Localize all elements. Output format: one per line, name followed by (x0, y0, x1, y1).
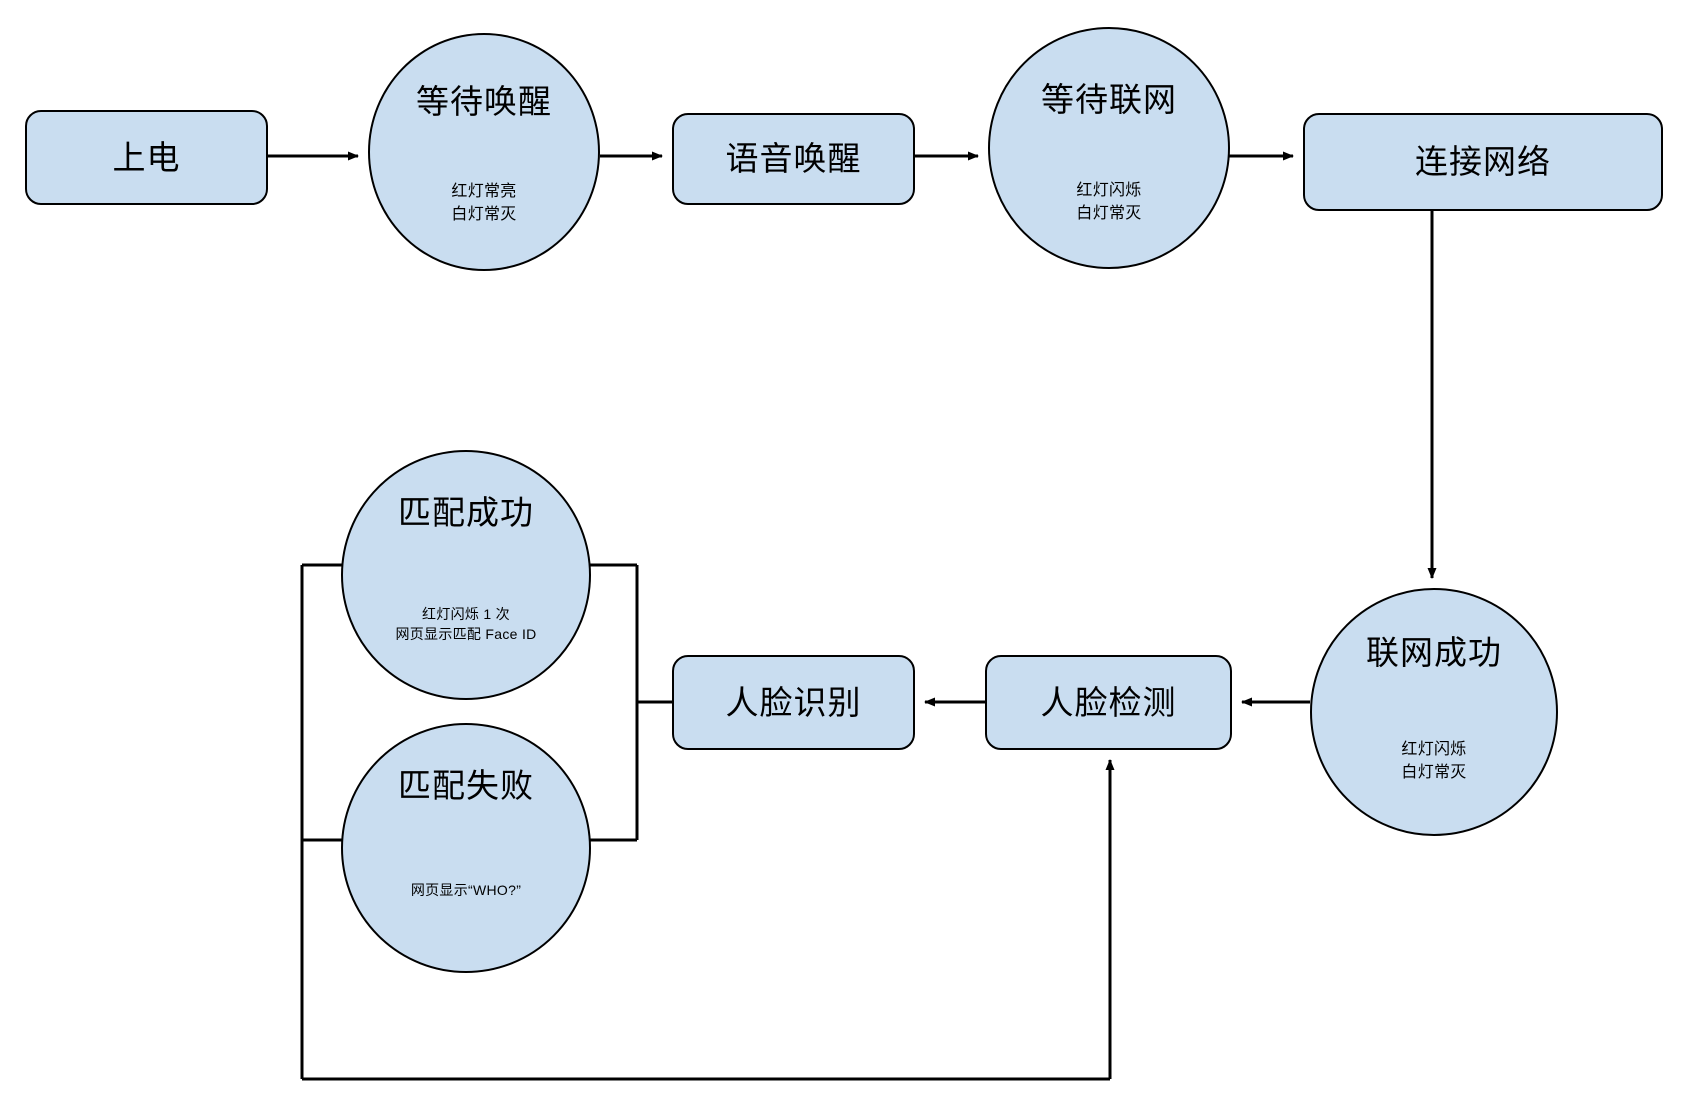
node-connect-network-label: 连接网络 (1415, 143, 1551, 181)
node-network-success-label: 联网成功 (1366, 634, 1502, 671)
node-match-fail-sub: 网页显示“WHO?” (410, 882, 522, 898)
node-wait-wakeup-label: 等待唤醒 (416, 83, 552, 120)
node-wait-wakeup[interactable]: 等待唤醒 红灯常亮 白灯常灭 (368, 33, 600, 271)
node-wait-network-label: 等待联网 (1041, 81, 1177, 118)
node-match-success-sub: 红灯闪烁 1 次 网页显示匹配 Face ID (395, 606, 537, 643)
node-face-recognize-label: 人脸识别 (725, 683, 862, 721)
node-wait-network[interactable]: 等待联网 红灯闪烁 白灯常灭 (988, 27, 1230, 269)
node-wait-network-sub: 红灯闪烁 白灯常灭 (1076, 182, 1142, 223)
node-network-success-sub: 红灯闪烁 白灯常灭 (1401, 741, 1467, 782)
node-match-success-label: 匹配成功 (398, 494, 534, 531)
node-wait-wakeup-sub: 红灯常亮 白灯常灭 (451, 183, 517, 224)
node-power-on[interactable]: 上电 (25, 110, 268, 205)
node-network-success[interactable]: 联网成功 红灯闪烁 白灯常灭 (1310, 588, 1558, 836)
node-connect-network[interactable]: 连接网络 (1303, 113, 1663, 211)
node-match-fail[interactable]: 匹配失败 网页显示“WHO?” (341, 723, 591, 973)
node-face-detect-label: 人脸检测 (1040, 683, 1177, 721)
node-voice-wakeup[interactable]: 语音唤醒 (672, 113, 915, 205)
node-face-recognize[interactable]: 人脸识别 (672, 655, 915, 750)
node-face-detect[interactable]: 人脸检测 (985, 655, 1232, 750)
node-power-on-label: 上电 (112, 138, 181, 176)
node-voice-wakeup-label: 语音唤醒 (725, 140, 862, 178)
node-match-fail-label: 匹配失败 (398, 767, 534, 804)
node-match-success[interactable]: 匹配成功 红灯闪烁 1 次 网页显示匹配 Face ID (341, 450, 591, 700)
